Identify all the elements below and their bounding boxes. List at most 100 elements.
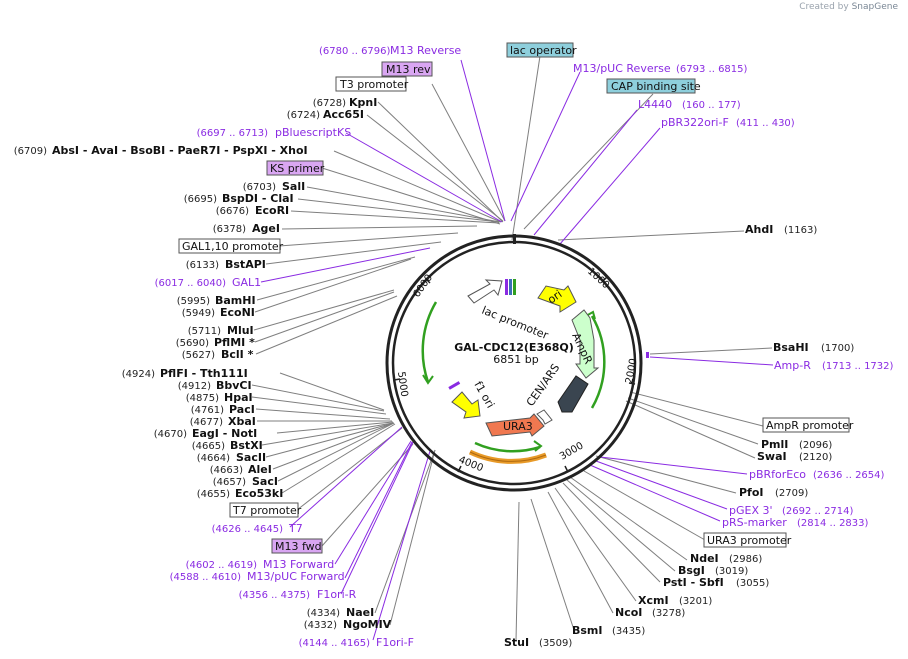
ecori-pos: (6676) [216,206,249,217]
ampr-primer-name: Amp-R [774,359,811,372]
xcmi-name: XcmI [638,594,669,607]
xbai-name: XbaI [228,415,256,428]
t3-promoter-label: T3 promoter [339,78,409,91]
bsmi-name: BsmI [572,624,603,637]
f1ori-f-name: F1ori-F [376,636,414,649]
mlui-pos: (5711) [188,326,221,337]
lac-operator-label: lac operator [510,44,577,57]
pfoi-name: PfoI [739,486,764,499]
bstapi-name: BstAPI [225,258,266,271]
bsgi-name: BsgI [678,564,705,577]
site-marks [448,234,649,390]
eco53ki-pos: (4655) [197,489,230,500]
econi-pos: (5949) [182,308,215,319]
naei-name: NaeI [346,606,374,619]
pbluescriptks-pos: (6697 .. 6713) [197,128,269,139]
m13-reverse-pos: (6780 .. 6796) [319,46,391,57]
ampr-promoter-box [762,417,850,433]
credit-prefix: Created by [799,2,849,12]
pflmi-pos: (5690) [176,338,209,349]
stui-pos: (3509) [539,638,572,649]
bcli-name: BclI * [221,348,254,361]
absi-group-pos: (6709) [14,146,47,157]
bcli-pos: (5627) [182,350,215,361]
prs-marker-pos: (2814 .. 2833) [797,518,869,529]
pbr322ori-name: pBR322ori-F [661,116,729,129]
paci-pos: (4761) [191,405,224,416]
t7-promoter-box [229,502,299,518]
backbone-ticks [393,276,636,473]
ahdi-pos: (1163) [784,225,817,236]
hpai-name: HpaI [224,391,253,404]
m13puc-fwd-name: M13/pUC Forward [247,570,345,583]
econi-name: EcoNI [220,306,255,319]
absi-group-name: AbsI - AvaI - BsoBI - PaeR7I - PspXI - X… [52,144,308,157]
ampr-arrow [571,309,600,379]
swai-name: SwaI [757,450,787,463]
ks-primer-label: KS primer [270,162,325,175]
t7-pos: (4626 .. 4645) [212,524,284,535]
bspdi-name: BspDI - ClaI [222,192,294,205]
f1ori-r-pos: (4356 .. 4375) [239,590,311,601]
primer-lines [260,59,774,641]
pfoi-pos: (2709) [775,488,808,499]
swai-pos: (2120) [799,452,832,463]
f1ori-f-pos: (4144 .. 4165) [299,638,371,649]
gal-promoter-box [178,238,281,254]
saci-pos: (4657) [213,477,246,488]
ndei-pos: (2986) [729,554,762,565]
kpni-name: KpnI [349,96,377,109]
sacii-pos: (4664) [197,453,230,464]
pbr322ori-pos: (411 .. 430) [736,118,795,129]
paci-name: PacI [229,403,255,416]
pflfi-pos: (4924) [122,369,155,380]
bspdi-pos: (6695) [184,194,217,205]
plasmid-name: GAL-CDC12(E368Q) [454,341,574,354]
hpai-pos: (4875) [186,393,219,404]
ura3-direction-arrow [474,441,541,453]
acc65i-pos: (6724) [287,110,320,121]
ampr-promoter-label: AmpR promoter [766,419,854,432]
alei-name: AleI [248,463,272,476]
l4440-pos: (160 .. 177) [682,100,741,111]
mlui-name: MluI [227,324,254,337]
agei-pos: (6378) [213,224,246,235]
bsahi-name: BsaHI [773,341,809,354]
m13-rev-box [381,61,433,77]
pmli-pos: (2096) [799,440,832,451]
snapgene-credit: Created by SnapGene [799,2,898,12]
m13-forward-name: M13 Forward [263,558,334,571]
ura3-promoter-label: URA3 promoter [707,534,792,547]
cap-site-box [606,78,696,94]
prs-marker-name: pRS-marker [722,516,787,529]
cap-site-label: CAP binding site [611,80,701,93]
t7-promoter-label: T7 promoter [232,504,302,517]
enzyme-lines [251,55,773,642]
bstxi-pos: (4665) [192,441,225,452]
m13-fwd-label: M13 fwd [275,540,322,553]
cen-ars-arrow [557,375,589,413]
eagi-noti-pos: (4670) [154,429,187,440]
gal1-pos: (6017 .. 6040) [155,278,227,289]
plasmid-size: 6851 bp [493,353,538,366]
ura3-promoter-box [703,532,787,548]
ks-primer-box [266,160,324,176]
tick-6000: 6000 [411,273,435,300]
m13-reverse-name: M13 Reverse [390,44,461,57]
m13-forward-pos: (4602 .. 4619) [186,560,258,571]
sacii-name: SacII [236,451,266,464]
m13puc-fwd-pos: (4588 .. 4610) [170,572,242,583]
pmli-name: PmlI [761,438,788,451]
stui-name: StuI [504,636,529,649]
pgex3-pos: (2692 .. 2714) [782,506,854,517]
xcmi-pos: (3201) [679,596,712,607]
lac-promoter-arrow [467,279,503,304]
pflfi-name: PflFI - Tth111I [160,367,248,380]
gal-direction-arrow [421,301,438,383]
m13-fwd-box [271,538,323,554]
cen-ars-small-arrow [536,409,553,425]
f1ori-r-name: F1ori-R [317,588,357,601]
snapgene-brand: SnapGene [851,2,898,12]
tick-3000: 3000 [558,440,586,462]
bstxi-name: BstXI [230,439,263,452]
